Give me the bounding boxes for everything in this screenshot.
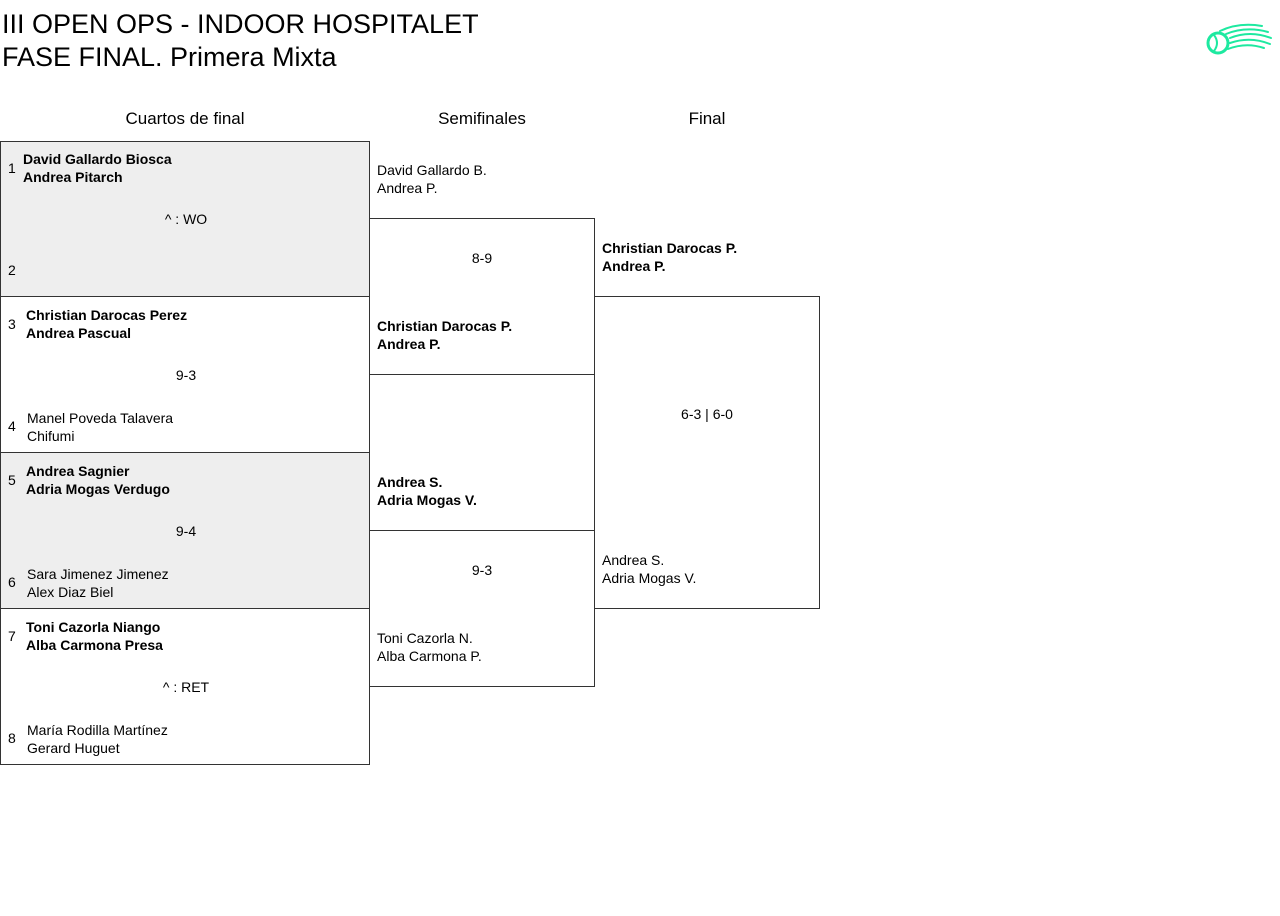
title-line-2: FASE FINAL. Primera Mixta — [2, 42, 337, 72]
sf1-team-b: Christian Darocas P. Andrea P. — [377, 317, 512, 353]
round-header-final: Final — [688, 109, 726, 128]
player: David Gallardo Biosca — [23, 151, 172, 167]
round-header-semifinals: Semifinales — [438, 109, 526, 128]
match-final: 6-3 | 6-0 Andrea S. Adria Mogas V. — [594, 296, 820, 609]
seed: 1 — [8, 160, 16, 176]
seed: 2 — [8, 262, 16, 278]
match-sf-2: 9-3 Toni Cazorla N. Alba Carmona P. — [369, 530, 595, 687]
player: Andrea Pitarch — [23, 169, 123, 185]
sf2-team-b: Toni Cazorla N. Alba Carmona P. — [377, 629, 482, 665]
player: Andrea P. — [377, 336, 441, 352]
seed: 8 — [8, 730, 16, 746]
player: Andrea S. — [602, 552, 665, 568]
final-team-b: Andrea S. Adria Mogas V. — [602, 551, 696, 587]
match-score: ^ : WO — [164, 211, 208, 227]
match-score: 8-9 — [471, 250, 493, 266]
page-title: III OPEN OPS - INDOOR HOSPITALET FASE FI… — [2, 8, 479, 74]
player: Andrea Pascual — [26, 325, 132, 341]
player: Christian Darocas Perez — [26, 307, 188, 323]
seed: 4 — [8, 418, 16, 434]
player: David Gallardo B. — [377, 162, 487, 178]
player: Manel Poveda Talavera — [27, 410, 174, 426]
match-score: 9-3 — [471, 562, 493, 578]
player: Gerard Huguet — [27, 740, 120, 756]
seed: 3 — [8, 316, 16, 332]
player: Toni Cazorla Niango — [26, 619, 161, 635]
sf1-team-a: David Gallardo B. Andrea P. — [377, 161, 487, 197]
player: Andrea S. — [377, 474, 443, 490]
player: Chifumi — [27, 428, 75, 444]
player: Christian Darocas P. — [602, 240, 738, 256]
player: Toni Cazorla N. — [377, 630, 473, 646]
seed: 6 — [8, 574, 16, 590]
player: Alba Carmona Presa — [26, 637, 163, 653]
tennis-ball-comet-icon — [1206, 23, 1272, 55]
player: María Rodilla Martínez — [27, 722, 168, 738]
match-score: 9-4 — [175, 523, 197, 539]
player: Christian Darocas P. — [377, 318, 513, 334]
player: Andrea P. — [377, 180, 438, 196]
seed: 7 — [8, 628, 16, 644]
player: Adria Mogas Verdugo — [26, 481, 170, 497]
player: Alba Carmona P. — [377, 648, 482, 664]
player: Adria Mogas V. — [602, 570, 697, 586]
match-sf-1: 8-9 Christian Darocas P. Andrea P. — [369, 218, 595, 375]
player: Andrea Sagnier — [26, 463, 130, 479]
player: Sara Jimenez Jimenez — [27, 566, 169, 582]
seed: 5 — [8, 472, 16, 488]
match-score: 9-3 — [175, 367, 197, 383]
title-line-1: III OPEN OPS - INDOOR HOSPITALET — [2, 9, 479, 39]
sf2-team-a: Andrea S. Adria Mogas V. — [377, 473, 477, 509]
match-score: ^ : RET — [162, 679, 210, 695]
player: Adria Mogas V. — [377, 492, 477, 508]
player: Alex Diaz Biel — [27, 584, 114, 600]
player: Andrea P. — [602, 258, 666, 274]
final-team-a: Christian Darocas P. Andrea P. — [602, 239, 737, 275]
round-header-quarterfinals: Cuartos de final — [125, 109, 245, 128]
match-score: 6-3 | 6-0 — [681, 406, 733, 422]
